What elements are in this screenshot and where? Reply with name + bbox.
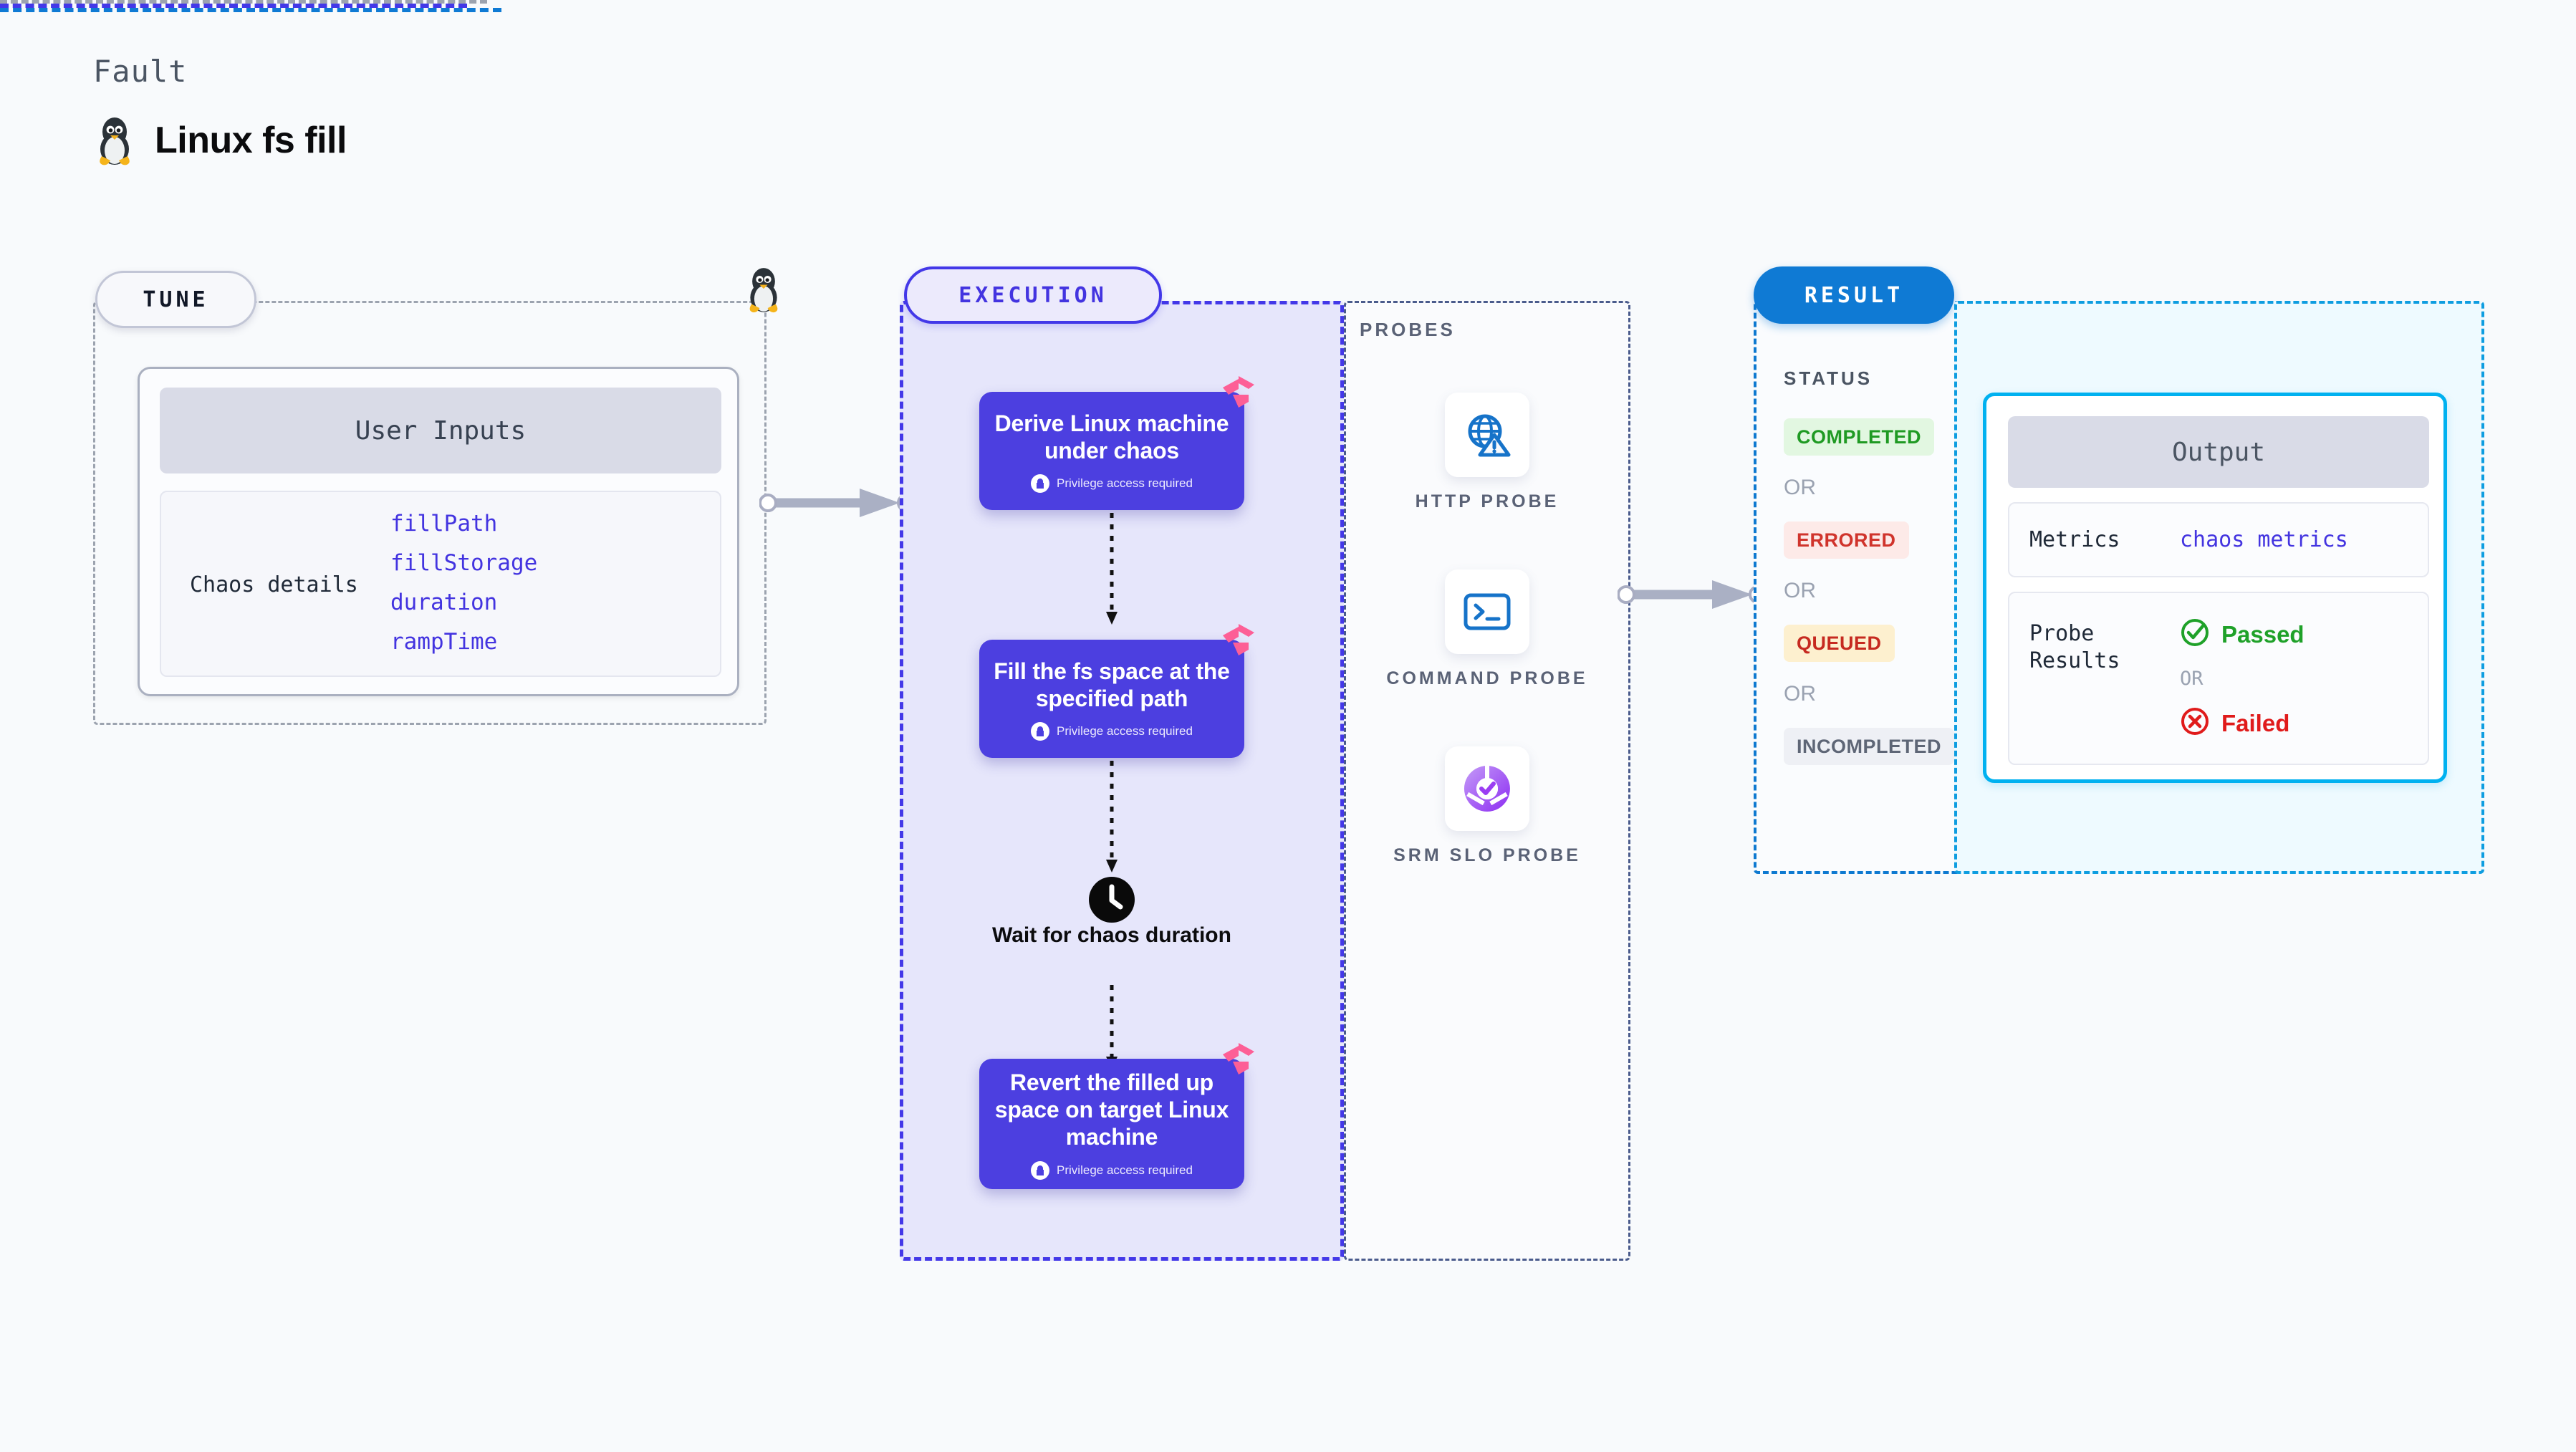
status-or-3: OR [1784, 682, 1816, 706]
chaos-field-fillpath[interactable]: fillPath [390, 511, 498, 537]
page-title-row: Linux fs fill [93, 115, 347, 166]
status-badge-incompleted: INCOMPLETED [1784, 728, 1955, 765]
lock-icon [1031, 1160, 1050, 1180]
execution-node-2[interactable]: Fill the fs space at the specified path … [979, 624, 1254, 758]
globe-alert-icon [1445, 393, 1529, 477]
arrow-probes-to-result [1618, 580, 1767, 609]
probe-command[interactable]: COMMAND PROBE [1344, 569, 1630, 691]
probe-result-failed-label: Failed [2221, 709, 2290, 736]
chaos-field-ramptime[interactable]: rampTime [390, 629, 498, 655]
execution-node-3-privilege-text: Privilege access required [1057, 1163, 1193, 1177]
tune-user-inputs-card: User Inputs Chaos details fillPath fillS… [138, 367, 739, 696]
harness-flag-icon [1220, 621, 1257, 662]
probe-result-passed-label: Passed [2221, 620, 2305, 648]
result-stage-pill[interactable]: RESULT [1754, 266, 1954, 324]
output-probe-results-key: Probe Results [2029, 621, 2120, 673]
status-label: STATUS [1784, 367, 1873, 389]
execution-node-1-title: Derive Linux machine under chaos [994, 410, 1229, 463]
tune-stage-pill[interactable]: TUNE [95, 271, 256, 328]
output-header: Output [2008, 416, 2429, 488]
lock-icon [1031, 474, 1050, 494]
tune-dashed-connector [0, 0, 487, 4]
execution-node-3-privilege: Privilege access required [1031, 1160, 1193, 1180]
status-badge-errored: ERRORED [1784, 521, 1909, 559]
page-title: Linux fs fill [155, 120, 347, 161]
chaos-field-fillstorage[interactable]: fillStorage [390, 550, 538, 576]
harness-flag-icon [1220, 373, 1257, 414]
linux-penguin-icon [93, 115, 136, 166]
probe-command-label: COMMAND PROBE [1386, 668, 1588, 688]
clock-icon [1087, 875, 1136, 928]
probe-result-passed: Passed [2180, 617, 2305, 651]
status-or-1: OR [1784, 476, 1816, 499]
result-stage-container [1754, 301, 1961, 874]
x-circle-icon [2180, 706, 2210, 740]
probe-result-or: OR [2180, 668, 2203, 690]
probe-http-label: HTTP PROBE [1415, 491, 1559, 511]
execution-stage-pill[interactable]: EXECUTION [904, 266, 1162, 324]
output-metrics-row: Metrics chaos metrics [2008, 502, 2429, 577]
execution-connector-2-wait [1106, 761, 1118, 872]
probe-result-failed: Failed [2180, 706, 2289, 740]
status-badge-queued: QUEUED [1784, 625, 1895, 662]
tune-stage-container [93, 301, 766, 725]
page-kicker: Fault [93, 54, 188, 89]
status-badge-completed: COMPLETED [1784, 418, 1935, 456]
execution-node-3-title: Revert the filled up space on target Lin… [994, 1069, 1229, 1150]
chaos-field-duration[interactable]: duration [390, 590, 498, 615]
terminal-icon [1445, 569, 1529, 654]
lock-icon [1031, 722, 1050, 741]
execution-node-1-privilege: Privilege access required [1031, 474, 1193, 494]
probe-srm-slo-label: SRM SLO PROBE [1393, 845, 1581, 865]
output-probe-results-row: Probe Results Passed OR Failed [2008, 592, 2429, 765]
probes-section-label: PROBES [1360, 319, 1456, 340]
output-card: Output Metrics chaos metrics Probe Resul… [1983, 393, 2447, 783]
chaos-details-panel: Chaos details fillPath fillStorage durat… [160, 491, 721, 677]
tune-target-linux-penguin-icon [744, 265, 784, 317]
execution-wait-label: Wait for chaos duration [992, 923, 1231, 947]
output-metrics-value[interactable]: chaos metrics [2180, 527, 2348, 552]
execution-dashed-connector [0, 4, 467, 8]
chaos-fields-list: fillPath fillStorage duration rampTime [390, 511, 537, 655]
chaos-details-label: Chaos details [190, 572, 358, 597]
user-inputs-header: User Inputs [160, 388, 721, 473]
probe-http[interactable]: HTTP PROBE [1344, 393, 1630, 514]
check-circle-icon [2180, 617, 2210, 651]
execution-node-2-title: Fill the fs space at the specified path [994, 658, 1230, 711]
execution-node-1[interactable]: Derive Linux machine under chaos Privile… [979, 376, 1254, 510]
execution-node-1-privilege-text: Privilege access required [1057, 476, 1193, 491]
execution-node-2-privilege-text: Privilege access required [1057, 724, 1193, 739]
status-or-2: OR [1784, 579, 1816, 602]
slo-check-icon [1445, 746, 1529, 831]
harness-flag-icon [1220, 1040, 1257, 1081]
arrow-tune-to-execution [759, 489, 915, 517]
execution-node-2-privilege: Privilege access required [1031, 722, 1193, 741]
execution-node-3[interactable]: Revert the filled up space on target Lin… [979, 1043, 1254, 1189]
output-metrics-key: Metrics [2029, 527, 2120, 552]
probe-srm-slo[interactable]: SRM SLO PROBE [1344, 746, 1630, 868]
execution-connector-1-2 [1106, 513, 1118, 625]
result-dashed-connector [0, 8, 501, 12]
